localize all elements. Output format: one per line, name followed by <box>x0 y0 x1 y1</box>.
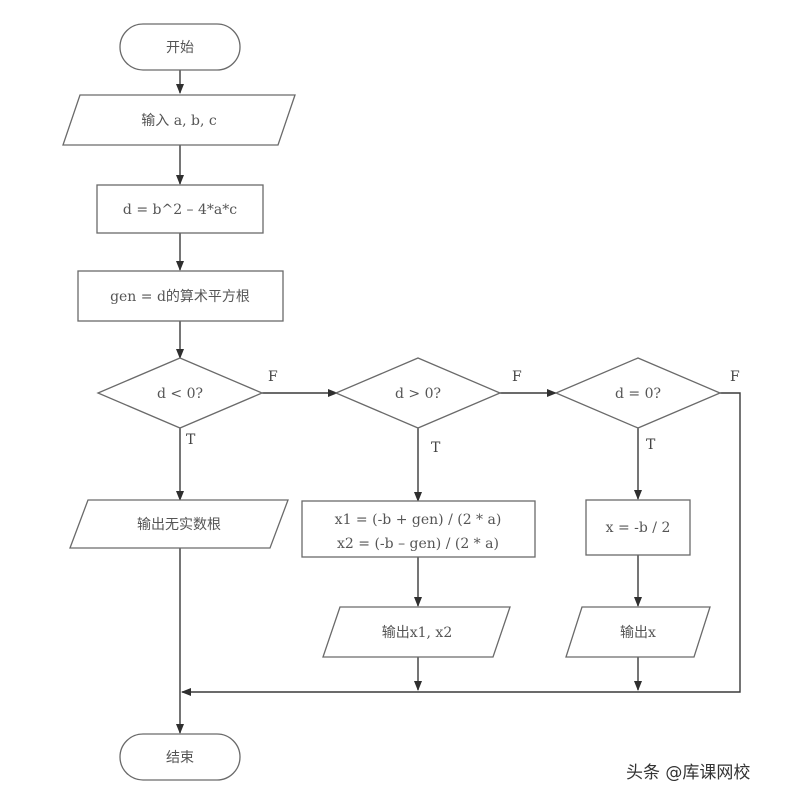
cond3-label: d = 0? <box>615 386 661 402</box>
single-root-node: x = -b / 2 <box>585 499 691 556</box>
cond2-true-label: T <box>431 440 441 456</box>
start-label: 开始 <box>166 40 194 56</box>
arrow-cond3-false-merge <box>181 392 741 696</box>
output-x1-x2-node: 输出x1, x2 <box>322 606 511 658</box>
input-label: 输入 a, b, c <box>141 113 217 129</box>
single-root-label: x = -b / 2 <box>606 520 671 536</box>
out-x1x2-label: 输出x1, x2 <box>382 625 453 641</box>
out-x-label: 输出x <box>620 625 656 641</box>
roots-line2: x2 = (-b – gen) / (2 * a) <box>337 536 499 552</box>
start-node: 开始 <box>119 23 241 71</box>
cond1-label: d < 0? <box>157 386 203 402</box>
end-node: 结束 <box>119 733 241 781</box>
output-no-root-node: 输出无实数根 <box>69 499 289 549</box>
cond1-false-label: F <box>268 369 278 385</box>
watermark: 头条 @库课网校 <box>626 763 750 783</box>
decision-d-greater-zero: d > 0? <box>334 357 502 429</box>
end-label: 结束 <box>166 750 194 766</box>
cond3-false-label: F <box>730 369 740 385</box>
input-node: 输入 a, b, c <box>62 94 296 146</box>
cond2-false-label: F <box>512 369 522 385</box>
decision-d-equal-zero: d = 0? <box>554 357 722 429</box>
output-x-node: 输出x <box>565 606 711 658</box>
out-no-root-label: 输出无实数根 <box>137 517 221 533</box>
roots-line1: x1 = (-b + gen) / (2 * a) <box>335 512 502 528</box>
cond1-true-label: T <box>186 432 196 448</box>
compute-d-label: d = b^2 – 4*a*c <box>123 202 237 218</box>
connectors <box>176 70 741 734</box>
sqrt-label: gen = d的算术平方根 <box>110 289 250 305</box>
compute-d-node: d = b^2 – 4*a*c <box>96 184 264 234</box>
sqrt-node: gen = d的算术平方根 <box>77 270 284 322</box>
decision-d-less-zero: d < 0? <box>96 357 264 429</box>
roots-calc-node: x1 = (-b + gen) / (2 * a) x2 = (-b – gen… <box>301 500 536 558</box>
cond2-label: d > 0? <box>395 386 441 402</box>
cond3-true-label: T <box>646 437 656 453</box>
